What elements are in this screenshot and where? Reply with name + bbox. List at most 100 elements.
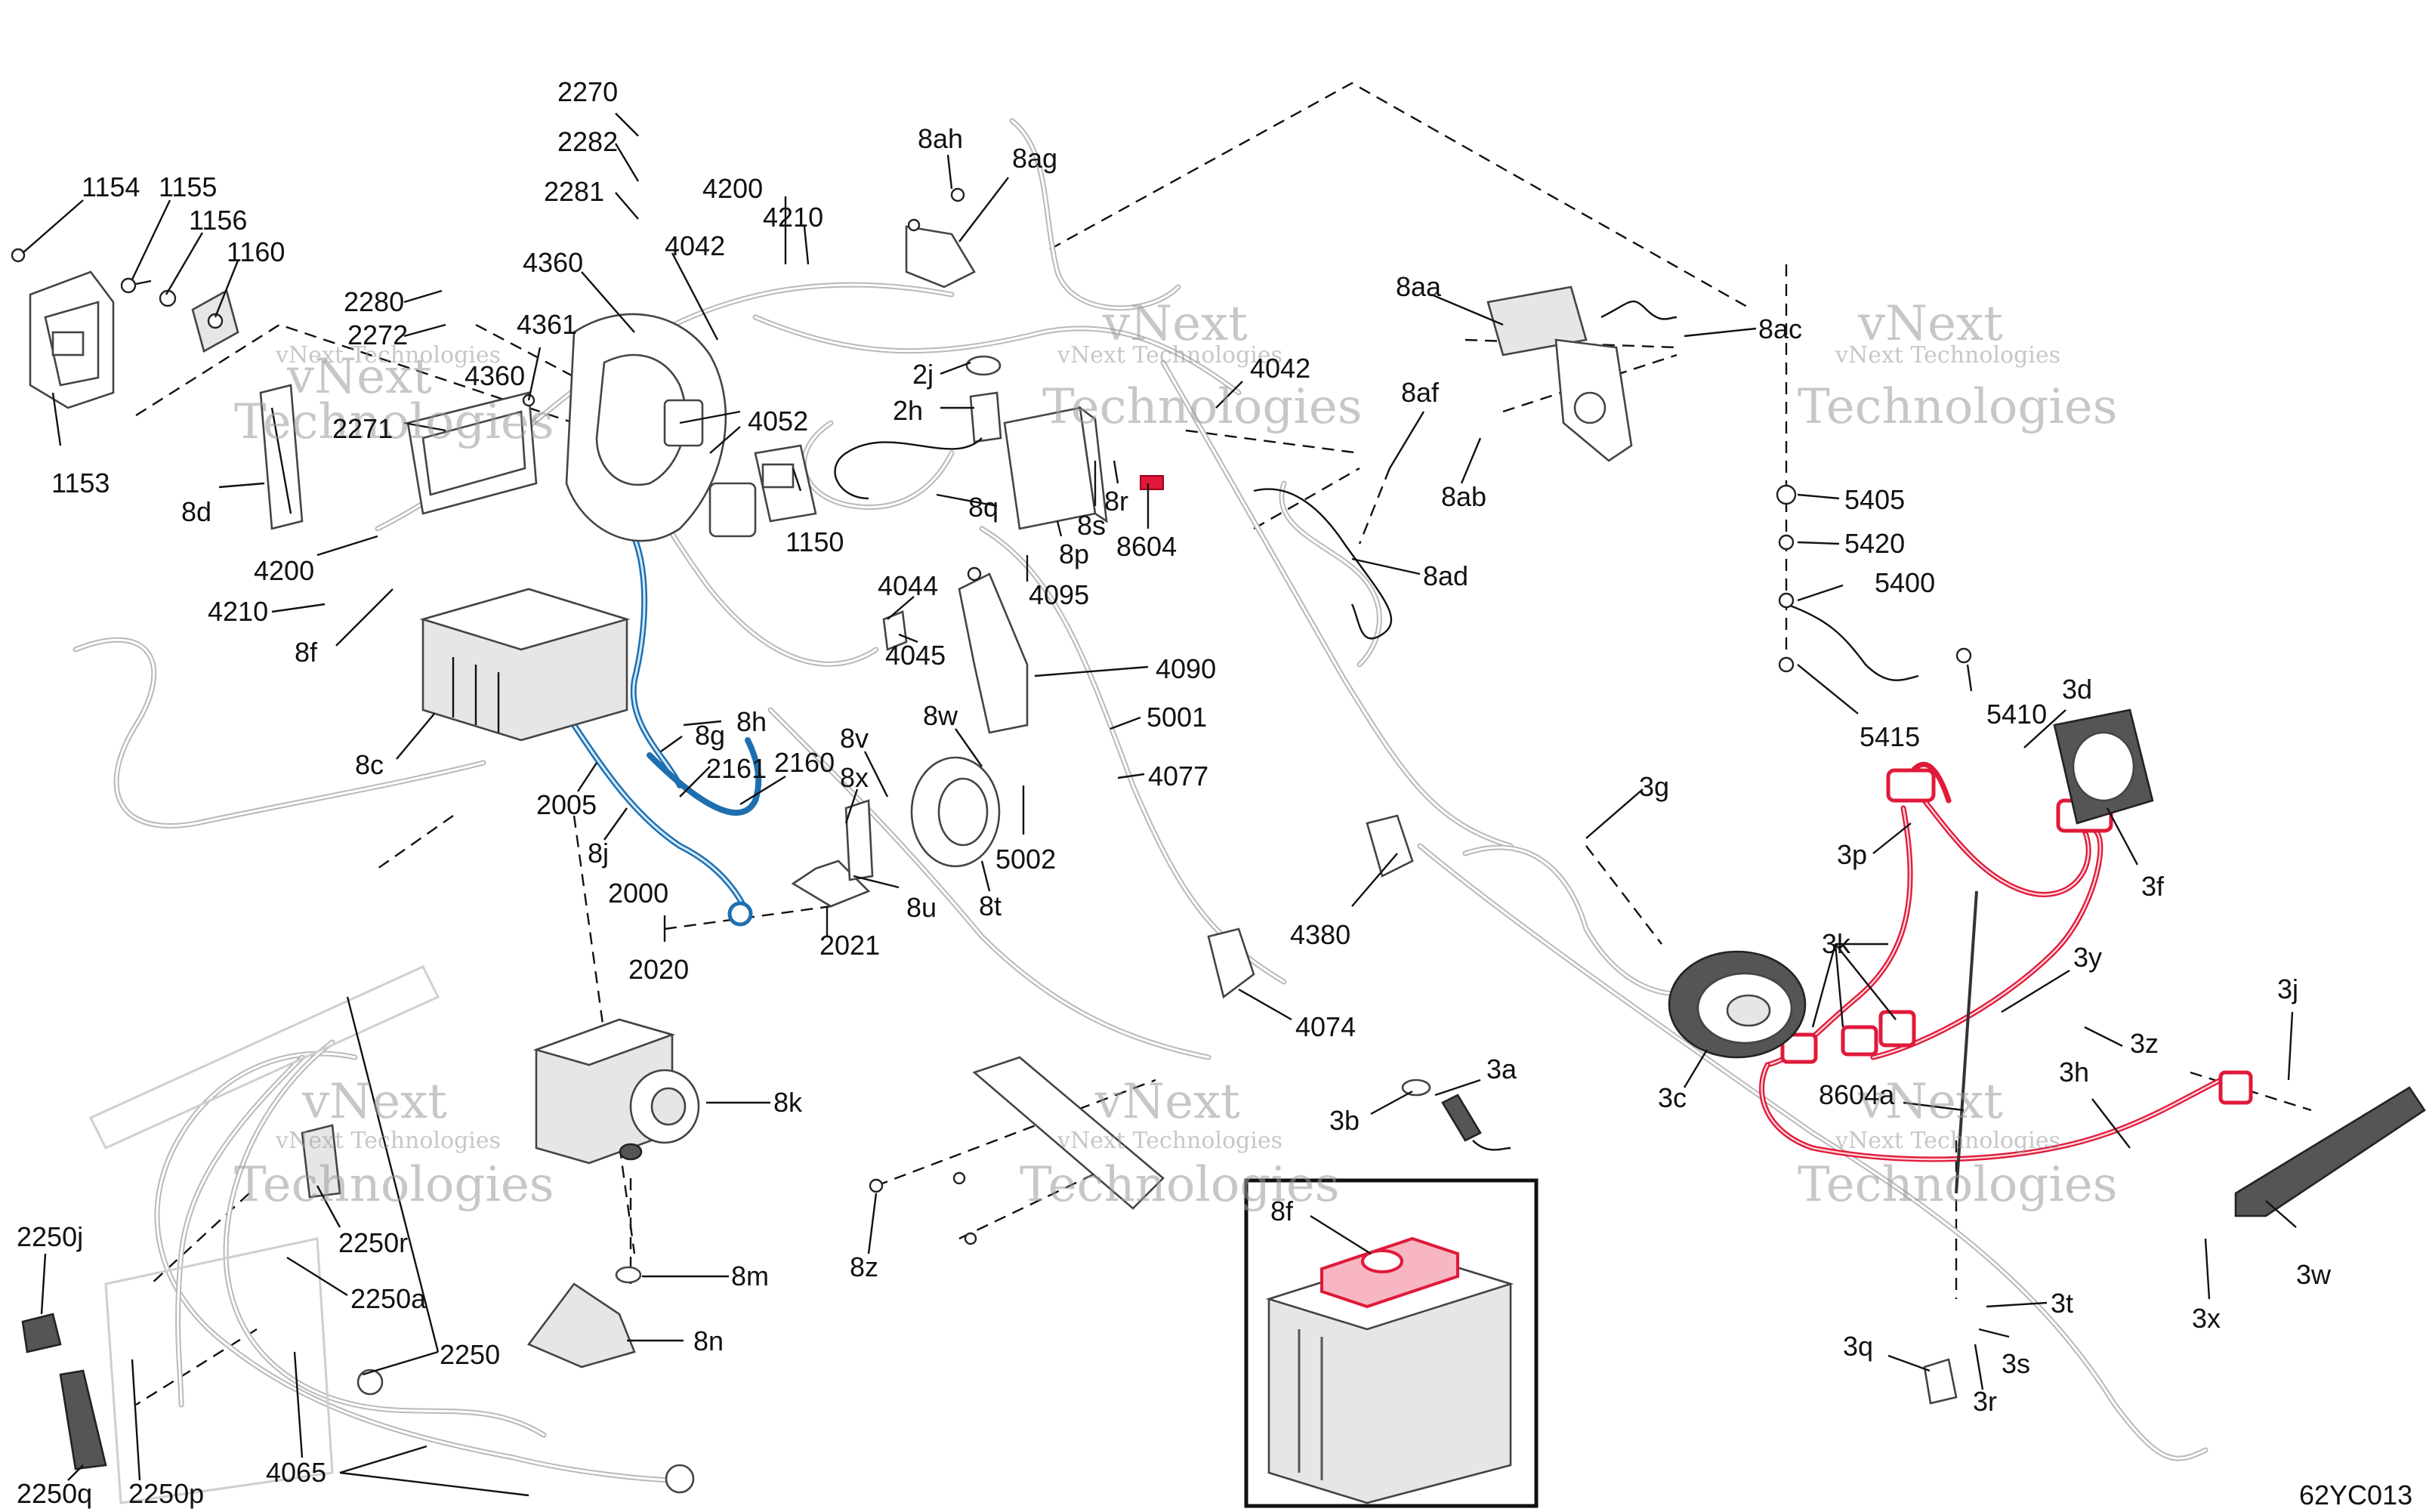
callout-8604a: 8604a [1819, 1079, 1895, 1110]
connector-2h-2j [834, 355, 1002, 500]
callout-2000: 2000 [608, 878, 668, 909]
callout-8x: 8x [840, 762, 869, 793]
callout-4042: 4042 [1250, 353, 1310, 384]
callout-5001: 5001 [1147, 702, 1207, 733]
callout-4360: 4360 [465, 360, 525, 391]
callout-2250r: 2250r [338, 1227, 408, 1258]
callout-4045: 4045 [885, 640, 946, 671]
callout-3g: 3g [1639, 771, 1669, 802]
bracket-8x [844, 799, 874, 881]
callout-3c: 3c [1658, 1082, 1687, 1113]
callout-2161: 2161 [706, 753, 767, 784]
callout-labels: 1153 1154 1155 1156 1160 2270 2282 2281 … [17, 76, 2412, 1510]
callout-8m: 8m [731, 1261, 769, 1291]
main-wiring-harness [73, 118, 2208, 1461]
fuse-box-4360 [406, 391, 538, 515]
leader-lines [22, 113, 2297, 1497]
callout-2250q: 2250q [17, 1478, 92, 1509]
callout-2282: 2282 [557, 126, 618, 157]
callout-4200: 4200 [702, 173, 763, 204]
watermark-vnext: vNext [1857, 1074, 2003, 1130]
callout-8h: 8h [736, 706, 767, 737]
callout-3k: 3k [1822, 928, 1851, 959]
bracket-8ag [905, 187, 976, 289]
callout-4380: 4380 [1290, 919, 1350, 950]
strap-8d [259, 384, 304, 530]
watermark-technologies: Technologies [234, 394, 554, 450]
fasteners-1155-1160 [120, 277, 239, 353]
callout-1150: 1150 [786, 526, 844, 557]
callout-4065: 4065 [266, 1457, 326, 1488]
callout-1160: 1160 [227, 236, 285, 267]
callout-4210: 4210 [208, 596, 268, 627]
callout-8u: 8u [906, 892, 937, 923]
connector-3a [1401, 1078, 1511, 1151]
battery-8c [419, 588, 631, 742]
callout-8ah: 8ah [918, 123, 963, 154]
callout-5410: 5410 [1986, 699, 2047, 730]
callout-4090: 4090 [1156, 653, 1216, 684]
callout-8af: 8af [1401, 377, 1440, 408]
callout-8p: 8p [1059, 538, 1089, 569]
callout-2250j: 2250j [17, 1221, 83, 1252]
callout-8s: 8s [1077, 510, 1106, 541]
watermark-vnext: vNext [301, 1074, 447, 1130]
module-1150 [754, 444, 817, 523]
callout-3p: 3p [1837, 839, 1867, 870]
callout-3q: 3q [1843, 1331, 1873, 1362]
callout-8604: 8604 [1116, 531, 1177, 562]
callout-8j: 8j [588, 838, 609, 869]
callout-2j: 2j [912, 359, 934, 390]
module-8p [1003, 406, 1108, 530]
callout-4095: 4095 [1029, 579, 1089, 610]
callout-8ac: 8ac [1758, 313, 1802, 344]
callout-2160: 2160 [774, 747, 835, 778]
callout-2281: 2281 [544, 176, 604, 207]
watermark-small: vNext Technologies [1057, 342, 1282, 369]
callout-2005: 2005 [536, 789, 597, 820]
clip-8604-highlighted [1140, 475, 1164, 490]
callout-3s: 3s [2002, 1348, 2030, 1379]
bracket-4045 [882, 610, 908, 651]
callout-4077: 4077 [1148, 761, 1208, 791]
callout-2250: 2250 [440, 1339, 500, 1370]
panel-3w [2234, 1086, 2426, 1217]
callout-8r: 8r [1104, 486, 1128, 517]
callout-2271: 2271 [332, 413, 393, 444]
callout-8z: 8z [850, 1251, 878, 1282]
callout-5405: 5405 [1844, 484, 1905, 515]
connector-2250j [21, 1313, 62, 1353]
wire-8ad [1253, 488, 1393, 640]
bracket-8n [526, 1282, 636, 1369]
callout-8g: 8g [695, 720, 725, 751]
watermark-technologies: Technologies [234, 1157, 554, 1213]
callout-3x: 3x [2192, 1303, 2221, 1334]
motor-8aa [1486, 285, 1678, 462]
callout-2021: 2021 [819, 930, 880, 961]
callout-5002: 5002 [995, 844, 1056, 875]
callout-8w: 8w [923, 700, 958, 731]
callout-4042: 4042 [665, 230, 725, 261]
callout-3a: 3a [1486, 1054, 1517, 1085]
callout-2250p: 2250p [128, 1478, 204, 1509]
speaker-3c [1668, 950, 1807, 1059]
watermark-technologies: Technologies [1798, 1157, 2118, 1213]
speaker-3f [2053, 708, 2154, 825]
watermark-small: vNext Technologies [275, 1128, 501, 1154]
horn-8t [910, 756, 1001, 868]
callout-8ag: 8ag [1012, 143, 1057, 174]
harness-3k-highlighted [1759, 761, 2253, 1162]
watermark-technologies: Technologies [1042, 379, 1363, 435]
callout-8n: 8n [693, 1325, 724, 1356]
callout-2280: 2280 [344, 286, 404, 317]
callout-1154: 1154 [82, 171, 140, 202]
callout-3j: 3j [2277, 974, 2298, 1004]
callout-2020: 2020 [628, 954, 689, 985]
abs-unit-8k [532, 1018, 700, 1165]
callout-3d: 3d [2062, 674, 2092, 705]
callout-8q: 8q [968, 492, 998, 523]
drawing-id: 62YC013 [2299, 1480, 2412, 1510]
bracket-2250r [301, 1124, 341, 1199]
callout-5415: 5415 [1860, 721, 1920, 752]
